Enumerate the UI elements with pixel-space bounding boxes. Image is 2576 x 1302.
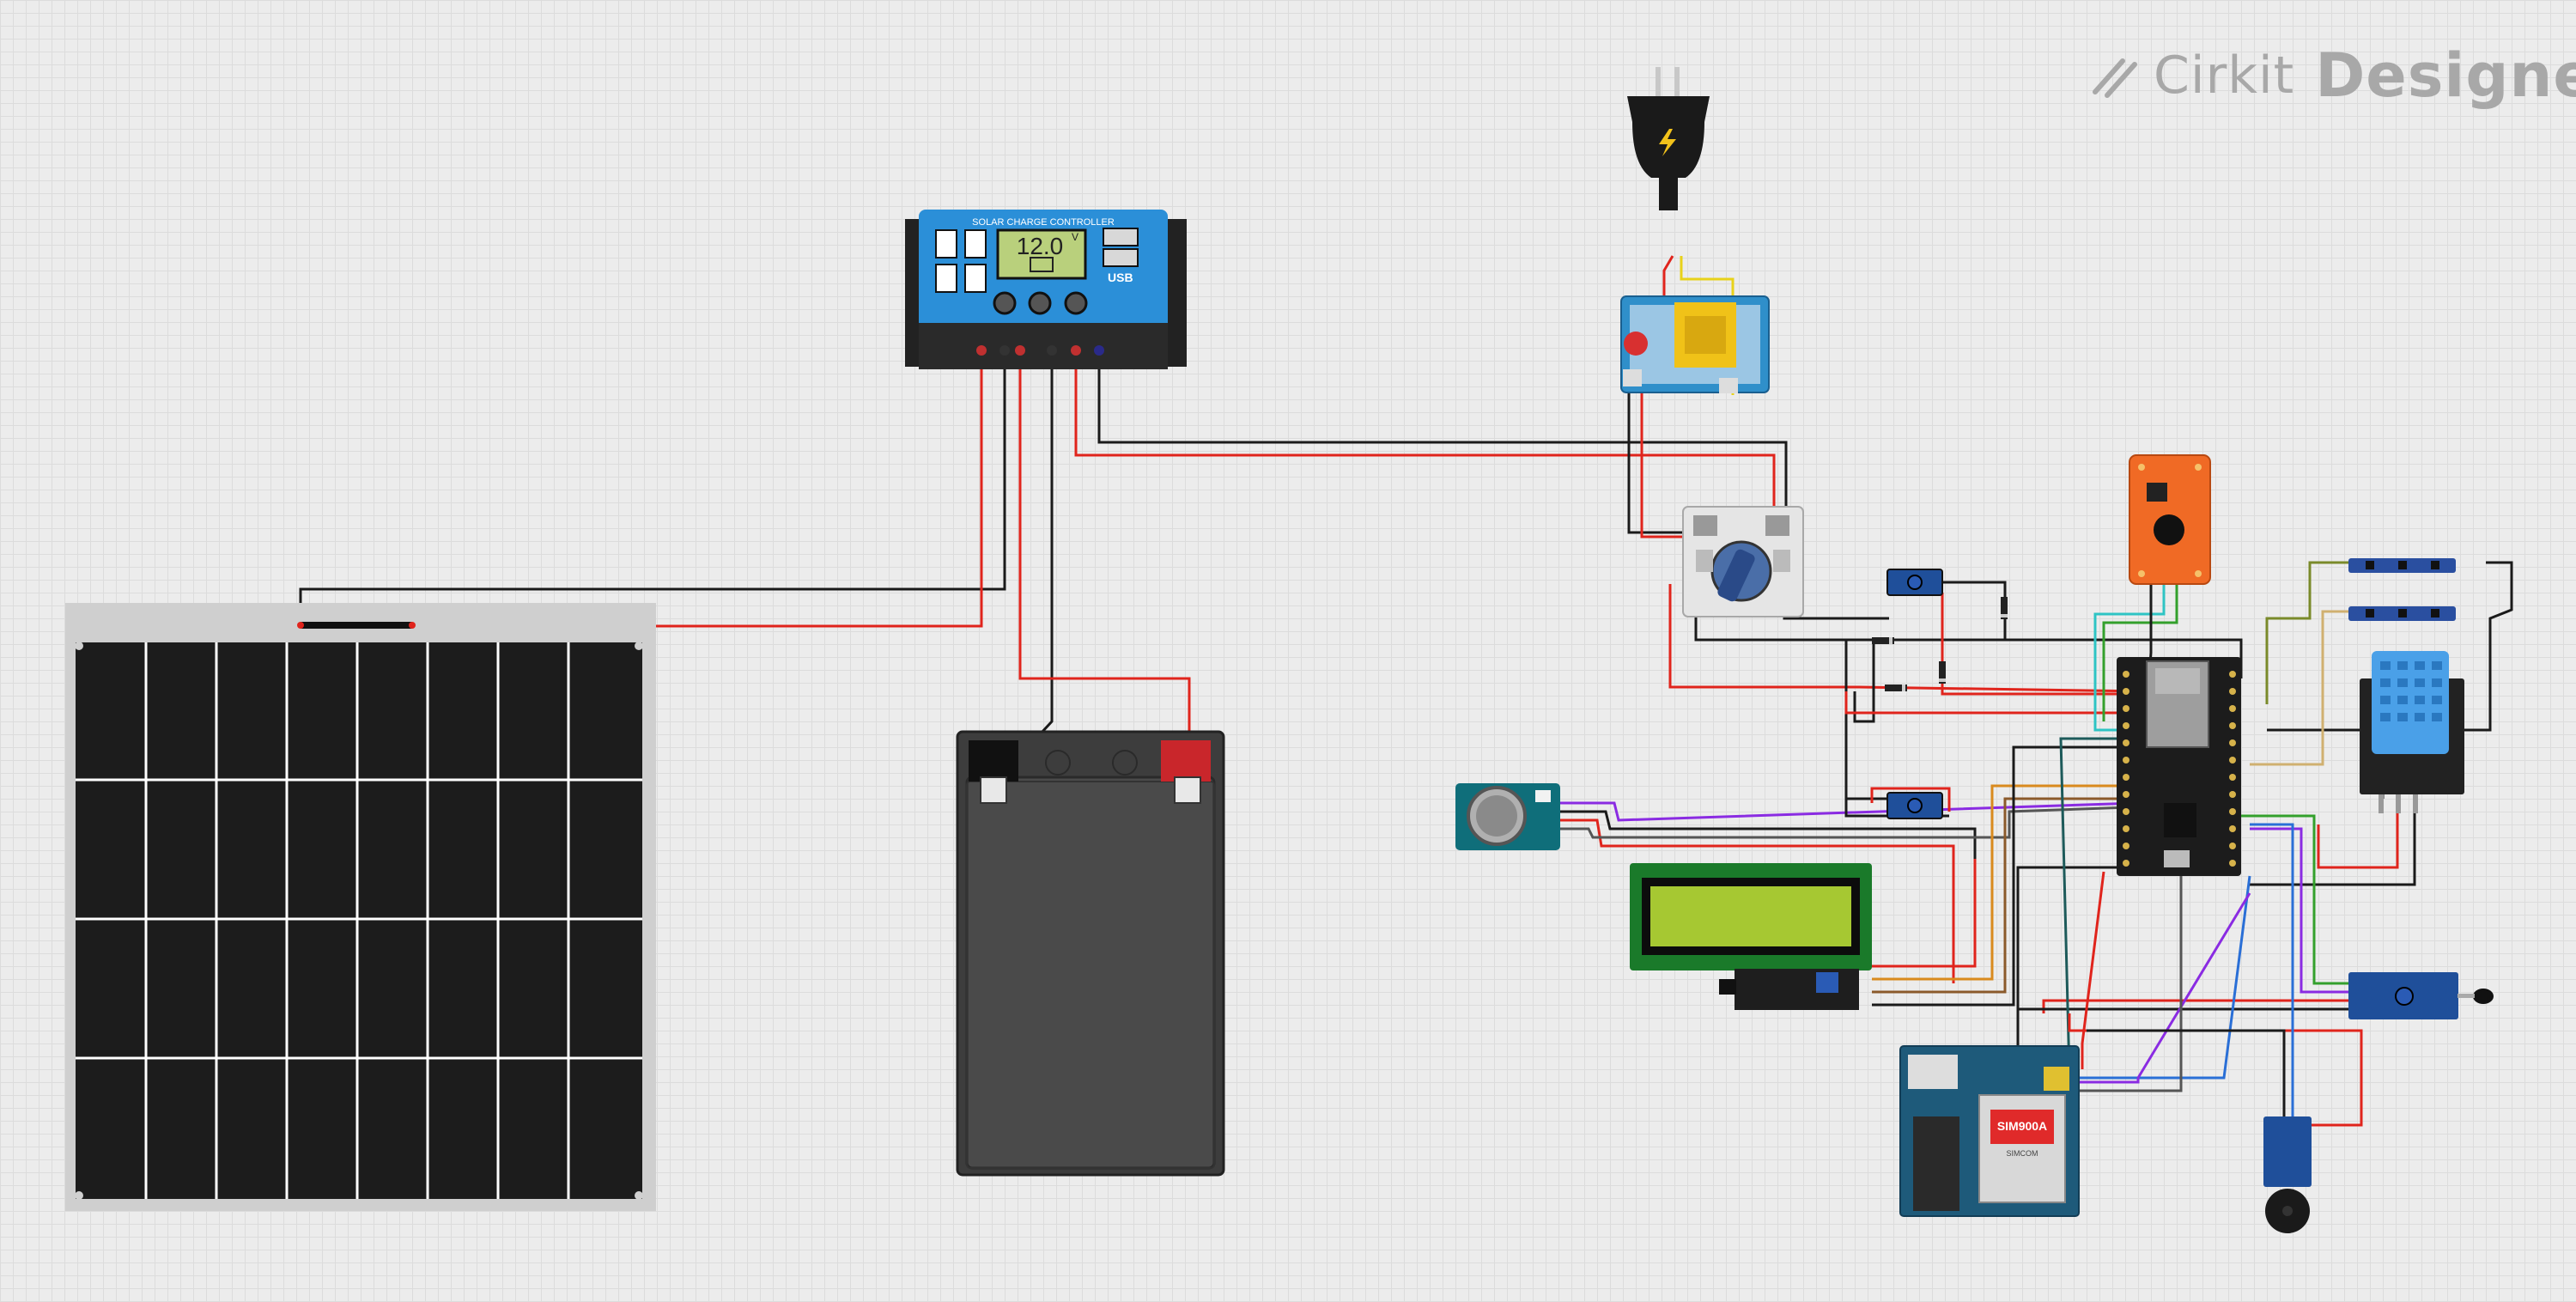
buck-converter-2[interactable] — [1886, 792, 1943, 819]
wire-buzzer-blue[interactable] — [2250, 823, 2294, 1116]
solar-charge-controller[interactable]: SOLAR CHARGE CONTROLLER 12.0 V USB — [905, 210, 1187, 369]
wire-red-bus[interactable] — [1844, 691, 2125, 715]
wire-sim-darkgreen[interactable] — [2059, 737, 2138, 1074]
controller-display-value: 12.0 — [1017, 233, 1064, 259]
wire-lcd-black[interactable] — [1872, 745, 2138, 1007]
voice-recognition-module[interactable] — [2129, 454, 2211, 585]
lcd-i2c-adapter[interactable] — [1719, 969, 1859, 1010]
wire-flame-green[interactable] — [2239, 814, 2353, 985]
wire-solar-positive[interactable] — [412, 352, 983, 628]
wire-buzzer-black[interactable] — [2087, 1029, 2286, 1116]
wire-sim-purple[interactable] — [2069, 892, 2251, 1084]
transfer-switch[interactable] — [1682, 506, 1804, 618]
wire-flame-purple[interactable] — [2250, 827, 2353, 994]
dht-sensor[interactable] — [2360, 651, 2464, 813]
wire-diode-line[interactable] — [1844, 640, 1889, 800]
wire-gas-purple[interactable] — [1556, 801, 2139, 822]
wire-sim-red[interactable] — [2081, 871, 2105, 1069]
lightning-icon — [1659, 129, 1676, 156]
brand-logo-icon — [2093, 58, 2137, 98]
buck-converter-1[interactable] — [1886, 569, 1943, 596]
controller-title: SOLAR CHARGE CONTROLLER — [972, 217, 1115, 228]
switch-handle[interactable] — [1716, 548, 1756, 604]
wire-load-negative[interactable] — [1097, 352, 1788, 532]
wire-load-positive[interactable] — [1074, 352, 1776, 532]
wire-lcd-brown[interactable] — [1872, 797, 2129, 994]
brand-name-light: Cirkit — [2154, 46, 2295, 106]
buzzer-module[interactable] — [2263, 1116, 2312, 1233]
wire-solar-negative[interactable] — [299, 352, 1006, 626]
wire-dht-data[interactable] — [2250, 799, 2416, 886]
controller-usb-label: USB — [1108, 271, 1133, 284]
ac-plug[interactable] — [1627, 67, 1710, 210]
diodes — [1872, 597, 2008, 691]
solar-panel[interactable] — [65, 603, 656, 1211]
sim-chip-sub: SIMCOM — [2007, 1149, 2038, 1158]
wire-ac-red[interactable] — [1662, 255, 1674, 301]
wire-dc-black[interactable] — [1627, 391, 1683, 534]
controller-display-unit: V — [1072, 231, 1078, 243]
wire-dc-red[interactable] — [1640, 391, 1696, 538]
led-strip-1[interactable] — [2348, 558, 2456, 573]
wire-buck1-red[interactable] — [1941, 593, 2147, 696]
wire-sim-blue[interactable] — [2069, 875, 2251, 1080]
wire-buzzer-red[interactable] — [2068, 1013, 2363, 1127]
led-strip-2[interactable] — [2348, 606, 2456, 621]
wire-gas-red[interactable] — [1556, 818, 1955, 983]
flame-sensor[interactable] — [2348, 972, 2494, 1019]
wire-voice-cyan[interactable] — [2093, 584, 2166, 732]
wire-sim-gray[interactable] — [2069, 859, 2183, 1092]
wire-ats-out3[interactable] — [1668, 584, 2148, 693]
esp32-board[interactable] — [2117, 657, 2241, 876]
brand-name-bold: Designer — [2315, 40, 2576, 111]
wire-buck2-red[interactable] — [1870, 787, 1951, 812]
controller-button-left[interactable] — [993, 291, 1017, 315]
controller-terminals — [976, 345, 1104, 356]
ac-dc-converter[interactable] — [1620, 295, 1770, 393]
battery[interactable] — [956, 730, 1225, 1177]
sim-chip-label: SIM900A — [1997, 1119, 2047, 1133]
lcd-display[interactable] — [1630, 863, 1872, 1010]
wire-flame-red[interactable] — [2042, 999, 2353, 1013]
wire-sim-black[interactable] — [2016, 866, 2138, 1071]
wire-dht-red[interactable] — [2317, 799, 2399, 869]
wire-gas-gray[interactable] — [1556, 806, 2130, 839]
controller-button-middle[interactable] — [1028, 291, 1052, 315]
gas-sensor[interactable] — [1455, 783, 1560, 850]
wire-strip-tan[interactable] — [2250, 610, 2353, 766]
controller-button-right[interactable] — [1064, 291, 1088, 315]
wire-strip-olive[interactable] — [2265, 561, 2353, 704]
sim900a-module[interactable]: SIM900A SIMCOM — [1899, 1045, 2080, 1217]
brand-watermark: Cirkit Designer — [2088, 40, 2576, 111]
wire-battery-positive[interactable] — [1018, 352, 1191, 773]
wire-buck1-in[interactable] — [1936, 581, 2007, 640]
wire-gnd-bus[interactable] — [1853, 640, 1875, 723]
wire-voice-green[interactable] — [2102, 584, 2178, 721]
wire-lcd-red[interactable] — [1872, 859, 1977, 968]
